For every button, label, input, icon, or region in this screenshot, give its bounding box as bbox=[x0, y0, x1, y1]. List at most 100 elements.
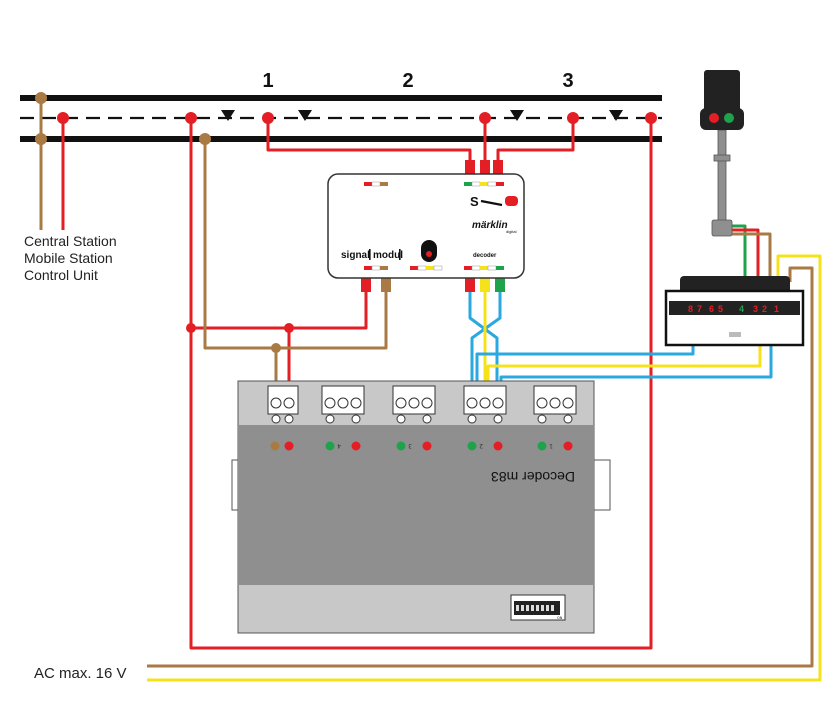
strip bbox=[480, 266, 488, 270]
module-top-connector bbox=[480, 160, 490, 176]
module-bottom-connector bbox=[361, 276, 371, 292]
dip-switch-lever[interactable] bbox=[546, 605, 549, 611]
strip bbox=[364, 182, 372, 186]
module-bottom-connector bbox=[495, 276, 505, 292]
terminal-screw[interactable] bbox=[492, 397, 504, 409]
port-led-red bbox=[563, 441, 573, 451]
wire-section3 bbox=[496, 118, 575, 165]
controller-labels: Central Station Mobile Station Control U… bbox=[24, 233, 117, 283]
feeder-dot bbox=[35, 92, 47, 104]
dip-switch-lever[interactable] bbox=[536, 605, 539, 611]
signal-lamp-hood bbox=[700, 108, 744, 130]
signal-green-lamp bbox=[724, 113, 734, 123]
dip-on-label: ON bbox=[557, 616, 563, 620]
dip-switch-lever[interactable] bbox=[551, 605, 554, 611]
terminal-hole bbox=[493, 414, 503, 424]
feeder-dots bbox=[35, 92, 657, 353]
panel-number-4: 4 bbox=[739, 304, 744, 314]
strip bbox=[371, 265, 381, 271]
terminal-screw[interactable] bbox=[562, 397, 574, 409]
label-control-unit: Control Unit bbox=[24, 267, 98, 283]
port-number-1: 1 bbox=[549, 442, 553, 449]
strip bbox=[410, 266, 418, 270]
module-bottom-connector bbox=[465, 276, 475, 292]
panel-clip bbox=[729, 332, 741, 337]
switch-symbol bbox=[480, 199, 503, 207]
signal-bracket bbox=[713, 154, 731, 162]
terminal-screw[interactable] bbox=[408, 397, 420, 409]
strip bbox=[471, 181, 481, 187]
strip bbox=[464, 266, 472, 270]
signal-base bbox=[711, 219, 733, 237]
wire-track-red-loop bbox=[189, 118, 653, 650]
terminal-screw[interactable] bbox=[350, 397, 362, 409]
panel-number-3: 3 bbox=[753, 304, 758, 314]
module-name-right: modul bbox=[373, 250, 403, 261]
port-led-red bbox=[351, 441, 361, 451]
wire-power-brown bbox=[147, 266, 814, 668]
terminal-screw[interactable] bbox=[324, 397, 336, 409]
terminal-screw[interactable] bbox=[536, 397, 548, 409]
strip bbox=[487, 265, 497, 271]
terminal-screw[interactable] bbox=[395, 397, 407, 409]
port-led-red bbox=[422, 441, 432, 451]
strip bbox=[464, 182, 472, 186]
decoder-mount-tab bbox=[593, 459, 611, 511]
terminal-hole bbox=[537, 414, 547, 424]
module-decoder-text: decoder bbox=[473, 253, 497, 259]
feeder-dot bbox=[57, 112, 69, 124]
terminal-screw[interactable] bbox=[466, 397, 478, 409]
feeder-dot bbox=[185, 112, 197, 124]
terminal-hole bbox=[467, 414, 477, 424]
terminal-screw[interactable] bbox=[421, 397, 433, 409]
direction-arrow bbox=[298, 110, 312, 121]
dip-switch-lever[interactable] bbox=[526, 605, 529, 611]
terminal-block-2 bbox=[463, 385, 507, 424]
port-led-green bbox=[325, 441, 335, 451]
stop-symbol bbox=[505, 196, 518, 206]
strip bbox=[426, 266, 434, 270]
strip bbox=[371, 181, 381, 187]
direction-arrow bbox=[221, 110, 235, 121]
strip bbox=[417, 265, 427, 271]
module-top-connector bbox=[465, 160, 475, 176]
terminal-screw[interactable] bbox=[337, 397, 349, 409]
port-led-green bbox=[467, 441, 477, 451]
panel-number-8: 8 bbox=[688, 304, 693, 314]
signal-connector-panel: 8 7 6 5 4 3 2 1 bbox=[664, 276, 805, 347]
feeder-dot bbox=[645, 112, 657, 124]
dip-switch[interactable]: ON bbox=[510, 594, 566, 621]
wire-power-yellow bbox=[147, 254, 822, 682]
section-label-1: 1 bbox=[262, 70, 273, 92]
strip bbox=[480, 182, 488, 186]
junction-dot bbox=[284, 323, 294, 333]
decoder-name: Decoder m83 bbox=[491, 469, 575, 485]
module-name-left: signal bbox=[341, 250, 370, 261]
junction-dot bbox=[186, 323, 196, 333]
dip-switch-lever[interactable] bbox=[541, 605, 544, 611]
signal-red-lamp bbox=[709, 113, 719, 123]
track: 1 2 3 bbox=[20, 70, 662, 142]
panel-number-2: 2 bbox=[762, 304, 767, 314]
dip-switch-lever[interactable] bbox=[521, 605, 524, 611]
module-top-connector bbox=[493, 160, 503, 176]
terminal-screw[interactable] bbox=[549, 397, 561, 409]
feeder-dot bbox=[479, 112, 491, 124]
wire-module-red bbox=[191, 290, 368, 330]
dip-switch-lever[interactable] bbox=[531, 605, 534, 611]
panel-number-7: 7 bbox=[697, 304, 702, 314]
feeder-dot bbox=[262, 112, 274, 124]
terminal-screw[interactable] bbox=[479, 397, 491, 409]
terminal-hole bbox=[396, 414, 406, 424]
strip bbox=[380, 182, 388, 186]
program-led bbox=[426, 251, 432, 257]
feeder-dot bbox=[567, 112, 579, 124]
terminal-screw[interactable] bbox=[270, 397, 282, 409]
section-label-2: 2 bbox=[402, 70, 413, 92]
terminal-screw[interactable] bbox=[283, 397, 295, 409]
decoder-m83: 4 3 2 1 Decoder m83 ON bbox=[231, 380, 611, 634]
strip bbox=[471, 265, 481, 271]
terminal-block-4 bbox=[321, 385, 365, 424]
power-label: AC max. 16 V bbox=[34, 665, 127, 682]
dip-switch-lever[interactable] bbox=[516, 605, 519, 611]
